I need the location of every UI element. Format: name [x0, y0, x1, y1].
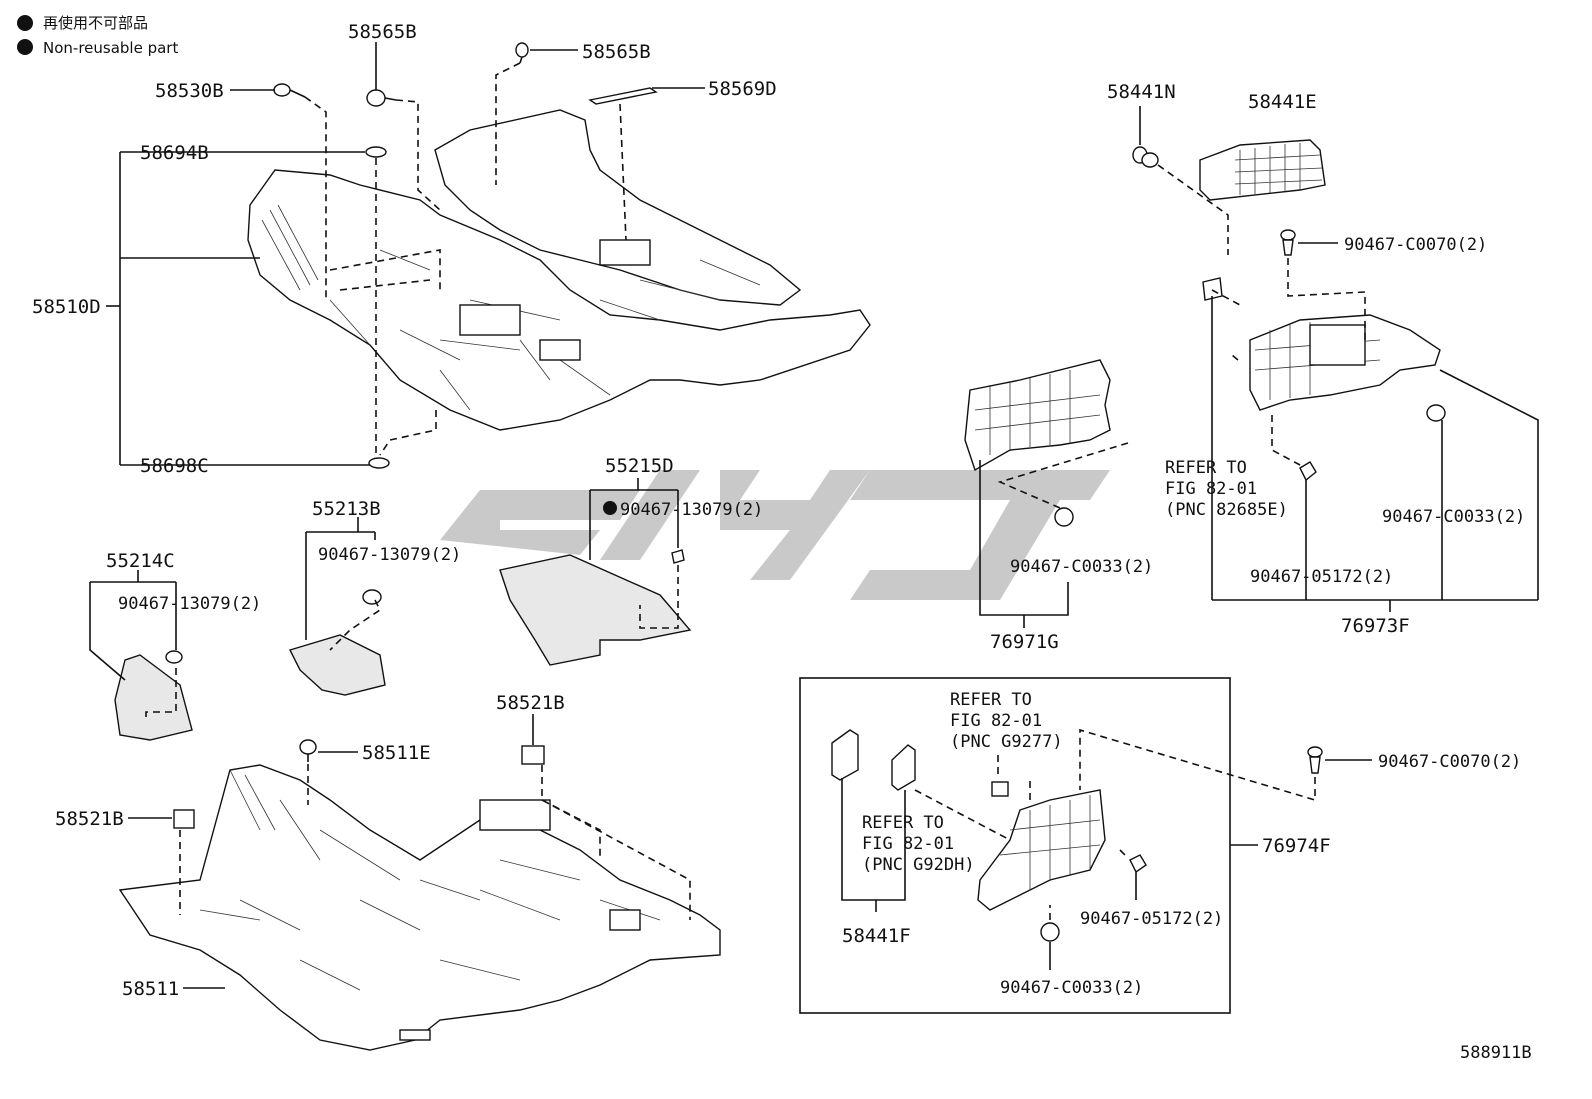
label-58441e: 58441E: [1248, 91, 1317, 113]
label-58569d: 58569D: [708, 78, 777, 100]
label-58521b-a: 58521B: [496, 692, 565, 714]
label-58565b-a: 58565B: [348, 21, 417, 43]
label-58441f: 58441F: [842, 925, 911, 947]
filled-dot-icon: [17, 39, 33, 55]
label-58511: 58511: [122, 978, 179, 1000]
label-55214c: 55214C: [106, 550, 175, 572]
clip-90467-c0033-c-icon: [1040, 922, 1060, 942]
clip-58565b-b-icon: [515, 42, 529, 64]
label-90467-c0033-c: 90467-C0033(2): [1000, 978, 1143, 998]
legend-text-jp: 再使用不可部品: [43, 14, 148, 32]
label-90467-13079-a: 90467-13079(2): [620, 500, 763, 520]
clip-90467-c0070-a-icon: [1280, 229, 1296, 256]
trim-76973f: [1249, 314, 1441, 411]
clip-58530b-icon: [273, 83, 306, 98]
refer2-line3: (PNC G9277): [950, 732, 1063, 752]
label-90467-c0070-b: 90467-C0070(2): [1378, 752, 1521, 772]
clip-90467-c0033-a-icon: [1426, 404, 1446, 422]
refer1-line3: (PNC 82685E): [1165, 500, 1288, 520]
carpet-55214c: [114, 654, 193, 741]
label-76974f: 76974F: [1262, 835, 1331, 857]
labels: 58565B 58565B 58530B 58569D 58694B 58510…: [32, 21, 1532, 1063]
clip-90467-13079-a-icon: [671, 549, 685, 564]
label-90467-05172-b: 90467-05172(2): [1080, 909, 1223, 929]
label-58511e: 58511E: [362, 742, 431, 764]
clip-58698c-icon: [368, 457, 390, 469]
trim-58569d-icon: [588, 87, 658, 105]
floor-carpet-58511: [118, 764, 721, 1051]
label-90467-c0070-a: 90467-C0070(2): [1344, 235, 1487, 255]
clip-58565b-a-icon: [366, 89, 397, 107]
carpet-55213b: [289, 634, 386, 696]
clip-58521b-a-icon: [521, 745, 545, 765]
clip-90467-13079-c-icon: [165, 650, 183, 664]
legend: 再使用不可部品 Non-reusable part: [17, 14, 178, 57]
pad-58441f-b: [891, 744, 916, 791]
clip-90467-05172-b-icon: [1129, 854, 1147, 874]
label-58530b: 58530B: [155, 80, 224, 102]
clip-90467-13079-b-icon: [362, 589, 382, 605]
label-55215d: 55215D: [605, 455, 674, 477]
trim-76974f: [977, 789, 1106, 911]
legend-text-en: Non-reusable part: [43, 39, 178, 57]
filled-dot-icon: [17, 15, 33, 31]
floor-carpet-58510d: [247, 109, 871, 431]
clip-58694b-icon: [365, 146, 387, 158]
label-58510d: 58510D: [32, 296, 101, 318]
clip-90467-c0070-b-icon: [1307, 746, 1323, 774]
label-58698c: 58698C: [140, 455, 209, 477]
label-90467-05172-a: 90467-05172(2): [1250, 567, 1393, 587]
label-76971g: 76971G: [990, 631, 1059, 653]
refer3-line1: REFER TO: [862, 813, 944, 833]
clip-58511e-icon: [299, 739, 317, 762]
label-90467-c0033-a: 90467-C0033(2): [1382, 507, 1525, 527]
refer2-line2: FIG 82-01: [950, 711, 1042, 731]
trim-76971g: [964, 359, 1111, 472]
refer1-line1: REFER TO: [1165, 458, 1247, 478]
clip-90467-c0033-b-icon: [1054, 507, 1074, 527]
label-55213b: 55213B: [312, 498, 381, 520]
non-reusable-dot-icon: [603, 501, 617, 515]
pad-icon: [1202, 277, 1223, 301]
clip-58521b-b-icon: [173, 809, 195, 829]
label-58441n: 58441N: [1107, 81, 1176, 103]
label-58565b-b: 58565B: [582, 41, 651, 63]
refer3-line3: (PNC G92DH): [862, 855, 975, 875]
clip-58441n-icon: [1132, 146, 1159, 168]
carpet-55215d: [499, 554, 692, 666]
label-90467-13079-c: 90467-13079(2): [118, 594, 261, 614]
clip-90467-05172-a-icon: [1299, 461, 1317, 482]
label-58521b-b: 58521B: [55, 808, 124, 830]
label-58694b: 58694B: [140, 142, 209, 164]
pad-58441f-a: [831, 729, 859, 781]
label-76973f: 76973F: [1341, 615, 1410, 637]
figure-id: 588911B: [1460, 1043, 1532, 1063]
pad-g9277-icon: [991, 781, 1009, 797]
refer2-line1: REFER TO: [950, 690, 1032, 710]
refer3-line2: FIG 82-01: [862, 834, 954, 854]
leaders-upper-left: [106, 42, 705, 466]
refer1-line2: FIG 82-01: [1165, 479, 1257, 499]
cover-58441e: [1199, 139, 1326, 201]
label-90467-c0033-b: 90467-C0033(2): [1010, 557, 1153, 577]
label-90467-13079-b: 90467-13079(2): [318, 545, 461, 565]
